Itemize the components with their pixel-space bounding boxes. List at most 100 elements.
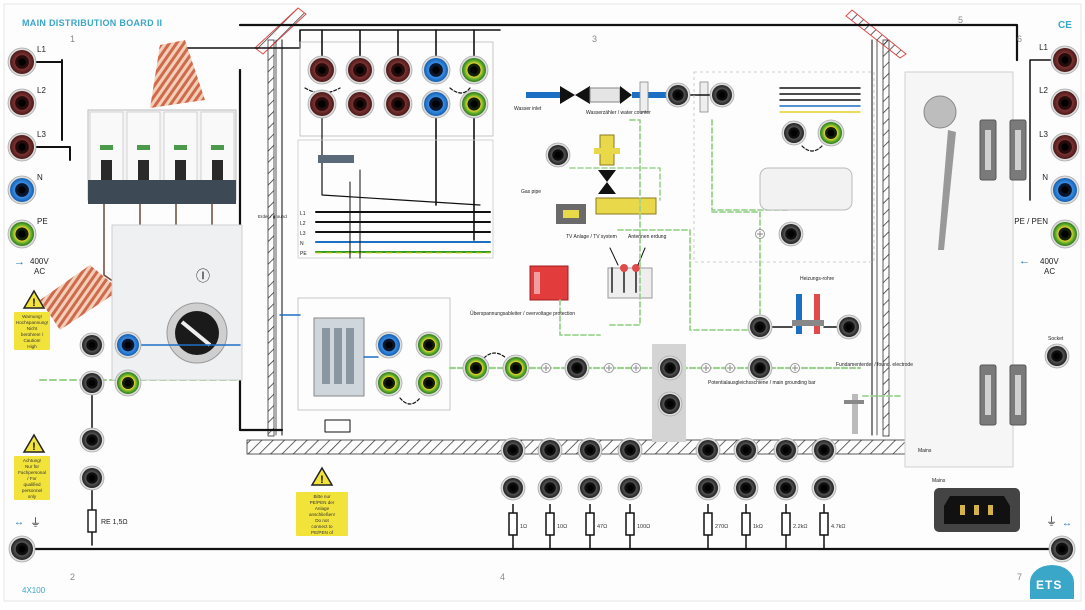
- jack-hole: [743, 447, 749, 453]
- gas-bond-jack[interactable]: [545, 142, 571, 168]
- top-block-jack-10[interactable]: [459, 89, 489, 119]
- ribbon-cable-top: [150, 40, 205, 108]
- left-terminal-l3[interactable]: [7, 132, 37, 162]
- mgb-jack-3[interactable]: [657, 391, 683, 417]
- right-terminal-l2[interactable]: [1050, 88, 1080, 118]
- top-block-jack-9[interactable]: [421, 89, 451, 119]
- jack-hole: [667, 365, 673, 371]
- valve-right: [620, 86, 632, 104]
- gas-pipe-label: Gas pipe: [521, 189, 541, 195]
- left-lower-jack-2[interactable]: [79, 370, 105, 396]
- ground-jack-right[interactable]: [1048, 535, 1076, 563]
- mgb-jack-1[interactable]: [564, 355, 590, 381]
- mgb-jack-2[interactable]: [657, 355, 683, 381]
- jack-hole: [510, 447, 516, 453]
- resistor-bottom-jack-5[interactable]: [695, 475, 721, 501]
- resistor-bottom-jack-8[interactable]: [811, 475, 837, 501]
- pe-jack[interactable]: [114, 369, 142, 397]
- corner-number-tl: 1: [70, 34, 76, 44]
- resistor-bottom-jack-2[interactable]: [537, 475, 563, 501]
- mgb-jack-6[interactable]: [836, 314, 862, 340]
- house-pe-jack[interactable]: [817, 119, 845, 147]
- warning-triangle: [310, 466, 334, 486]
- warning-label-text: only: [28, 494, 37, 499]
- jack-hole: [1061, 143, 1069, 151]
- left-lower-jack-4[interactable]: [79, 465, 105, 491]
- wire: [321, 29, 475, 57]
- water-meter-label: Wasserzähler / water counter: [586, 110, 651, 116]
- resistor-top-jack-6[interactable]: [733, 437, 759, 463]
- rcd-neutral-jack[interactable]: [375, 331, 403, 359]
- left-lower-jack-1[interactable]: [79, 332, 105, 358]
- water-bond-jack[interactable]: [665, 82, 691, 108]
- resistor-bottom-jack-1[interactable]: [500, 475, 526, 501]
- resistor-3: 47Ω: [585, 504, 607, 546]
- right-terminal-label-l1: L1: [1039, 43, 1048, 52]
- top-block-jack-8[interactable]: [383, 89, 413, 119]
- floor-slab: [246, 439, 908, 455]
- rcd-pe-jack-1[interactable]: [375, 369, 403, 397]
- right-terminal-n[interactable]: [1050, 175, 1080, 205]
- resistor-body: [585, 512, 595, 536]
- jack-hole: [1054, 353, 1060, 359]
- tv-antenna-label: TV Anlage / TV system: [566, 234, 617, 240]
- right-terminal-l3[interactable]: [1050, 132, 1080, 162]
- top-block-jack-3[interactable]: [383, 55, 413, 85]
- jack-hole: [743, 485, 749, 491]
- wire: [321, 117, 481, 206]
- top-block-jack-2[interactable]: [345, 55, 375, 85]
- resistor-top-jack-4[interactable]: [617, 437, 643, 463]
- rail-label: N: [300, 241, 304, 247]
- resistor-top-jack-3[interactable]: [577, 437, 603, 463]
- house-node: [755, 229, 765, 239]
- left-terminal-l2[interactable]: [7, 88, 37, 118]
- warning-label-text: PE/PEN of: [311, 530, 334, 535]
- top-block-jack-7[interactable]: [345, 89, 375, 119]
- mgb-node-6: [790, 363, 800, 373]
- warning-label-bg: [14, 456, 50, 500]
- house-jack-1[interactable]: [781, 120, 807, 146]
- resistor-top-jack-8[interactable]: [811, 437, 837, 463]
- mgb-jack-5[interactable]: [747, 355, 773, 381]
- water-pipe-jack[interactable]: [709, 82, 735, 108]
- wire: [483, 352, 507, 359]
- rcd-pe-jack-2[interactable]: [415, 331, 443, 359]
- resistor-top-jack-7[interactable]: [773, 437, 799, 463]
- left-lower-jack-3[interactable]: [79, 427, 105, 453]
- top-block-jack-4[interactable]: [421, 55, 451, 85]
- earth-resistor: [87, 509, 97, 533]
- resistor-value: 1Ω: [520, 524, 527, 530]
- resistor-top-jack-2[interactable]: [537, 437, 563, 463]
- left-terminal-n[interactable]: [7, 175, 37, 205]
- resistor-top-jack-1[interactable]: [500, 437, 526, 463]
- mgb-pe-jack-1[interactable]: [462, 354, 490, 382]
- top-block-jack-1[interactable]: [307, 55, 337, 85]
- ground-symbol-icon: ⏚: [1046, 515, 1057, 528]
- resistor-2: 10Ω: [545, 504, 567, 546]
- mgb-pe-jack-2[interactable]: [502, 354, 530, 382]
- wire: [449, 87, 471, 94]
- right-terminal-pe[interactable]: [1050, 219, 1080, 249]
- jack-hole: [1061, 230, 1069, 238]
- top-block-jack-5[interactable]: [459, 55, 489, 85]
- left-terminal-l1[interactable]: [7, 47, 37, 77]
- top-block-jack-6[interactable]: [307, 89, 337, 119]
- house-jack-2[interactable]: [778, 221, 804, 247]
- mgb-jack-4[interactable]: [747, 314, 773, 340]
- left-terminal-pe[interactable]: [7, 219, 37, 249]
- resistor-bottom-jack-4[interactable]: [617, 475, 643, 501]
- right-terminal-l1[interactable]: [1050, 45, 1080, 75]
- ground-jack-left[interactable]: [8, 535, 36, 563]
- warning-label-text: PE/PEN der: [310, 500, 335, 505]
- neutral-jack[interactable]: [114, 331, 142, 359]
- jack-hole: [757, 324, 763, 330]
- earth-rod-clamp: [844, 400, 864, 404]
- resistor-bottom-jack-3[interactable]: [577, 475, 603, 501]
- resistor-bottom-jack-6[interactable]: [733, 475, 759, 501]
- rcd-pe-jack-3[interactable]: [415, 369, 443, 397]
- resistor-top-jack-5[interactable]: [695, 437, 721, 463]
- right-socket-jack[interactable]: [1044, 343, 1070, 369]
- resistor-bottom-jack-7[interactable]: [773, 475, 799, 501]
